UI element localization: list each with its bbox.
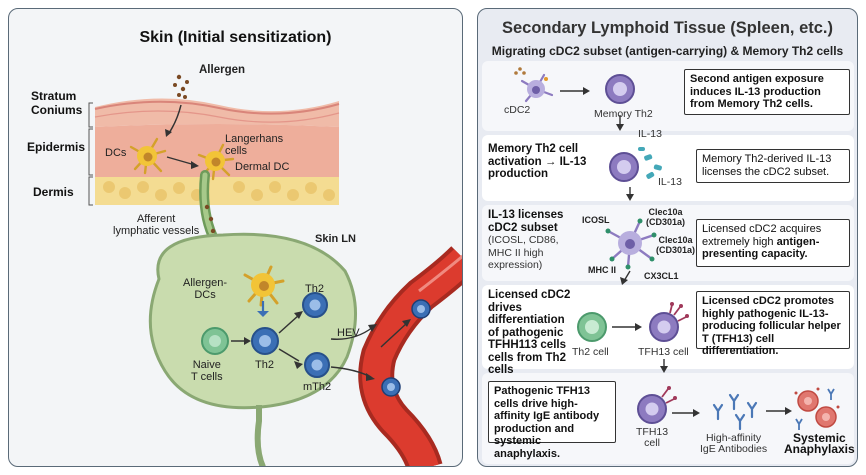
skin-panel-title: Skin (Initial sensitization) bbox=[139, 29, 332, 46]
ige-antibodies-label: High-affinity IgE Antibodies bbox=[700, 432, 768, 455]
clec10a-label-top: Clec10a (CD301a) bbox=[646, 207, 686, 227]
lymphoid-panel-title: Secondary Lymphoid Tissue (Spleen, etc.) bbox=[502, 19, 833, 37]
langerhans-label: Langerhans cells bbox=[225, 133, 284, 157]
il13-molecules bbox=[638, 147, 662, 179]
clec10a-label-mid: Clec10a (CD301a) bbox=[656, 235, 696, 255]
langerhans-cell bbox=[197, 143, 235, 181]
skin-panel: Skin (Initial sensitization) bbox=[8, 8, 463, 467]
cx3cl1-label: CX3CL1 bbox=[644, 271, 679, 281]
ige-antibodies bbox=[712, 393, 758, 431]
memory-th2-label: Memory Th2 bbox=[594, 108, 653, 120]
th2-cell-label: Th2 cell bbox=[572, 346, 609, 358]
tfh13-cell-bottom-label: TFH13 cell bbox=[636, 426, 669, 449]
dermis-label: Dermis bbox=[33, 185, 74, 199]
row5-note: Pathogenic TFH13 cells drive high-affini… bbox=[488, 381, 616, 460]
cdc2-label: cDC2 bbox=[504, 104, 531, 116]
epidermis-label: Epidermis bbox=[27, 140, 86, 154]
epidermis-layer bbox=[95, 124, 339, 177]
allergen-dcs-label: Allergen- DCs bbox=[183, 277, 228, 301]
lymphoid-panel: Secondary Lymphoid Tissue (Spleen, etc.)… bbox=[477, 8, 858, 467]
lymphoid-panel-subtitle: Migrating cDC2 subset (antigen-carrying)… bbox=[491, 44, 844, 58]
skin-ln-label: Skin LN bbox=[315, 233, 356, 245]
tfh13-cell bbox=[649, 302, 689, 342]
tfh13-cell-label: TFH13 cell bbox=[638, 346, 689, 358]
dermis-layer bbox=[95, 177, 339, 205]
th2-mid-label: Th2 bbox=[255, 359, 274, 371]
dcs-label: DCs bbox=[105, 147, 127, 159]
dc-cell bbox=[129, 137, 167, 175]
row2-title: Memory Th2 cell activation → IL-13 produ… bbox=[488, 143, 587, 180]
skin-illustration bbox=[88, 74, 462, 466]
tfh13-cell-bottom bbox=[637, 386, 677, 424]
row3-note: Licensed cDC2 acquires extremely high an… bbox=[696, 219, 850, 267]
cdc2-cell bbox=[520, 73, 554, 103]
hev-label: HEV bbox=[337, 327, 360, 339]
row2-note: Memory Th2-derived IL-13 licenses the cD… bbox=[696, 149, 850, 183]
lymphoid-illustration bbox=[514, 67, 840, 431]
icosl-label: ICOSL bbox=[582, 215, 610, 225]
naive-label: Naive T cells bbox=[191, 359, 223, 383]
il13-label-bottom: IL-13 bbox=[658, 176, 682, 188]
dermal-dc-label: Dermal DC bbox=[235, 161, 290, 173]
licensed-cdc2-cell bbox=[605, 218, 657, 270]
allergen-label: Allergen bbox=[199, 64, 246, 76]
allergen-particles bbox=[173, 74, 189, 99]
mth2-label: mTh2 bbox=[303, 381, 332, 393]
afferent-label: Afferent lymphatic vessels bbox=[113, 213, 200, 237]
row4-note: Licensed cDC2 promotes highly pathogenic… bbox=[696, 291, 850, 357]
systemic-anaphylaxis-label: Systemic Anaphylaxis bbox=[784, 431, 855, 456]
allergen-dc-cell bbox=[243, 265, 285, 307]
th2-top-label: Th2 bbox=[305, 283, 324, 295]
mhc-ii-label: MHC II bbox=[588, 265, 616, 275]
row1-note: Second antigen exposure induces IL-13 pr… bbox=[684, 69, 850, 115]
il13-label-top: IL-13 bbox=[638, 128, 662, 140]
row4-title: Licensed cDC2 drives differentiation of … bbox=[488, 289, 571, 376]
stratum-layer bbox=[95, 98, 339, 127]
anaphylaxis-cells bbox=[794, 387, 840, 430]
row3-title: IL-13 licenses cDC2 subset (ICOSL, CD86,… bbox=[488, 209, 564, 271]
stratum-label: Stratum Coniums bbox=[31, 89, 83, 117]
